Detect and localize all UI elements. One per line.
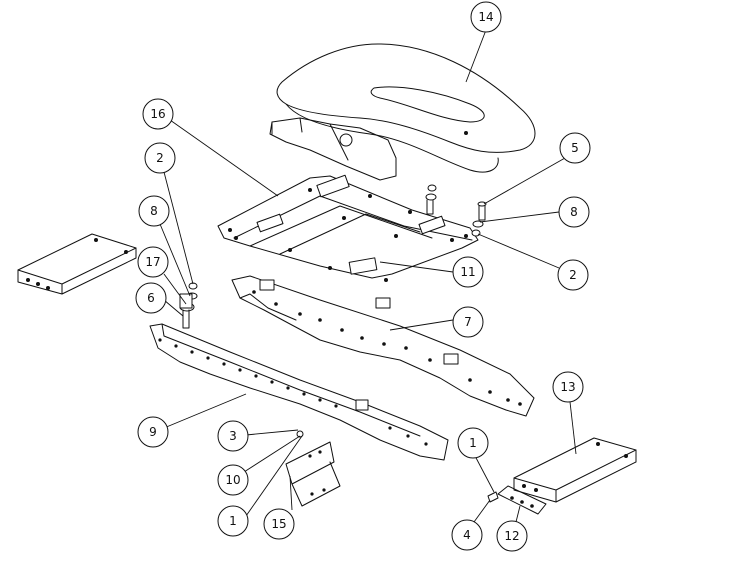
upper-slide-plate-part xyxy=(217,174,479,282)
balloon-1-right: 1 xyxy=(457,427,489,459)
balloon-16: 16 xyxy=(142,98,174,130)
small-bracket-part xyxy=(285,430,341,507)
balloon-1-left: 1 xyxy=(217,505,249,537)
balloon-14: 14 xyxy=(470,1,502,33)
balloon-8-left-label: 8 xyxy=(150,204,158,218)
balloon-5-label: 5 xyxy=(571,141,579,155)
balloon-16-label: 16 xyxy=(150,107,165,121)
balloon-8-right: 8 xyxy=(558,196,590,228)
balloon-8-left: 8 xyxy=(138,195,170,227)
balloon-3: 3 xyxy=(217,420,249,452)
balloon-9: 9 xyxy=(137,416,169,448)
balloon-2-right-label: 2 xyxy=(569,268,577,282)
balloon-9-label: 9 xyxy=(149,425,157,439)
balloon-13-label: 13 xyxy=(560,380,575,394)
balloon-12-label: 12 xyxy=(504,529,519,543)
balloon-8-right-label: 8 xyxy=(570,205,578,219)
balloon-1-right-label: 1 xyxy=(469,436,477,450)
left-bracket-part xyxy=(17,233,137,295)
balloon-6-label: 6 xyxy=(147,291,155,305)
balloon-17: 17 xyxy=(137,246,169,278)
balloon-13: 13 xyxy=(552,371,584,403)
leader-lines xyxy=(159,29,577,523)
balloon-2-left: 2 xyxy=(144,142,176,174)
balloon-14-label: 14 xyxy=(478,10,493,24)
balloon-7-label: 7 xyxy=(464,315,472,329)
balloon-2-left-label: 2 xyxy=(156,151,164,165)
balloon-7: 7 xyxy=(452,306,484,338)
seat-cushion-part xyxy=(269,43,536,181)
right-bolt-stack-part xyxy=(471,201,487,237)
right-bracket-part xyxy=(513,437,637,503)
center-bolt-part xyxy=(425,184,437,215)
balloon-10-label: 10 xyxy=(225,473,240,487)
balloon-10: 10 xyxy=(217,464,249,496)
balloon-4-label: 4 xyxy=(463,528,471,542)
balloon-5: 5 xyxy=(559,132,591,164)
middle-rail-part xyxy=(231,275,535,417)
balloon-17-label: 17 xyxy=(145,255,160,269)
balloon-15: 15 xyxy=(263,508,295,540)
balloon-2-right: 2 xyxy=(557,259,589,291)
balloon-3-label: 3 xyxy=(229,429,237,443)
lower-rail-part xyxy=(149,293,449,461)
balloon-11-label: 11 xyxy=(460,265,475,279)
balloon-4: 4 xyxy=(451,519,483,551)
balloon-1-left-label: 1 xyxy=(229,514,237,528)
balloon-6: 6 xyxy=(135,282,167,314)
balloon-12: 12 xyxy=(496,520,528,552)
balloon-11: 11 xyxy=(452,256,484,288)
plate-part xyxy=(497,485,547,515)
bolt-4-part xyxy=(487,491,499,503)
balloon-15-label: 15 xyxy=(271,517,286,531)
